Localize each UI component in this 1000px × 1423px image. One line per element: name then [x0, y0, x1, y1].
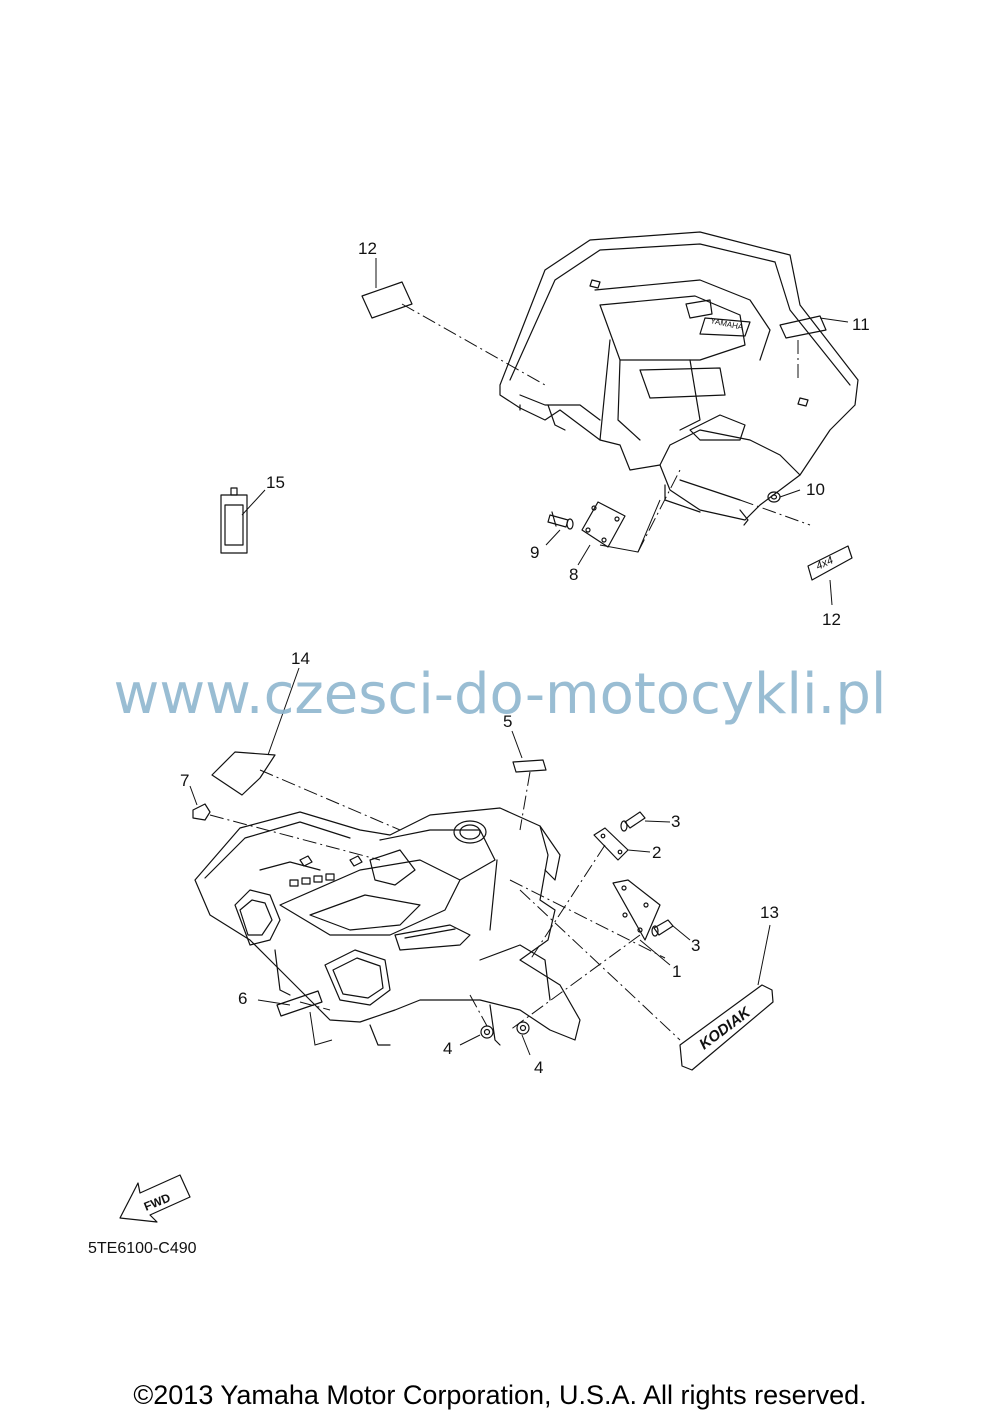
decal-6 — [276, 990, 323, 1017]
callout-12-bottom: 12 — [822, 610, 841, 629]
decal-12-upper — [361, 281, 413, 319]
decal-13-kodiak: KODIAK — [679, 984, 774, 1071]
callout-6: 6 — [238, 989, 247, 1008]
decal-11 — [779, 315, 827, 339]
callout-14: 14 — [291, 649, 310, 668]
badge-4x4-12: 4x4 — [807, 545, 853, 581]
copyright-notice: ©2013 Yamaha Motor Corporation, U.S.A. A… — [133, 1380, 867, 1410]
svg-text:FWD: FWD — [142, 1190, 173, 1213]
rivet-3-lower — [651, 919, 674, 937]
plate-2 — [593, 827, 629, 861]
front-fender — [194, 807, 581, 1046]
callout-8: 8 — [569, 565, 578, 584]
callout-4-right: 4 — [534, 1058, 543, 1077]
callout-7: 7 — [180, 771, 189, 790]
callout-10: 10 — [806, 480, 825, 499]
rear-brand-text: YAMAHA — [710, 316, 745, 332]
grommet-4-right — [516, 1021, 530, 1035]
callout-5: 5 — [503, 712, 512, 731]
plate-8 — [581, 501, 626, 548]
callout-2: 2 — [652, 843, 661, 862]
callout-12-top: 12 — [358, 239, 377, 258]
callout-3-lower: 3 — [691, 936, 700, 955]
watermark-text: www.czesci-do-motocykli.pl — [113, 662, 887, 727]
emblem-7 — [192, 803, 211, 821]
callout-11: 11 — [852, 315, 870, 334]
svg-text:KODIAK: KODIAK — [696, 1003, 754, 1053]
callout-9: 9 — [530, 543, 539, 562]
fwd-arrow-icon: FWD — [119, 1174, 191, 1223]
callout-1: 1 — [672, 962, 681, 981]
decal-14 — [211, 751, 276, 796]
assembly-lines — [209, 303, 811, 1041]
svg-text:4x4: 4x4 — [814, 554, 835, 572]
leader-lines — [189, 258, 849, 1056]
callout-4-left: 4 — [443, 1039, 452, 1058]
grommet-4-left — [480, 1025, 494, 1039]
rivet-9 — [547, 511, 574, 530]
plate-1 — [612, 879, 661, 941]
callout-15: 15 — [266, 473, 285, 492]
callout-labels: 12 11 10 12 9 8 15 14 5 7 3 2 13 3 1 6 4… — [180, 239, 870, 1077]
callout-13: 13 — [760, 903, 779, 922]
callout-3-upper: 3 — [671, 812, 680, 831]
rear-fender: YAMAHA — [499, 231, 859, 526]
label-15 — [220, 487, 248, 554]
diagram-code: 5TE6100-C490 — [88, 1240, 197, 1257]
decal-5 — [512, 759, 547, 773]
rivet-3-upper — [620, 811, 646, 832]
